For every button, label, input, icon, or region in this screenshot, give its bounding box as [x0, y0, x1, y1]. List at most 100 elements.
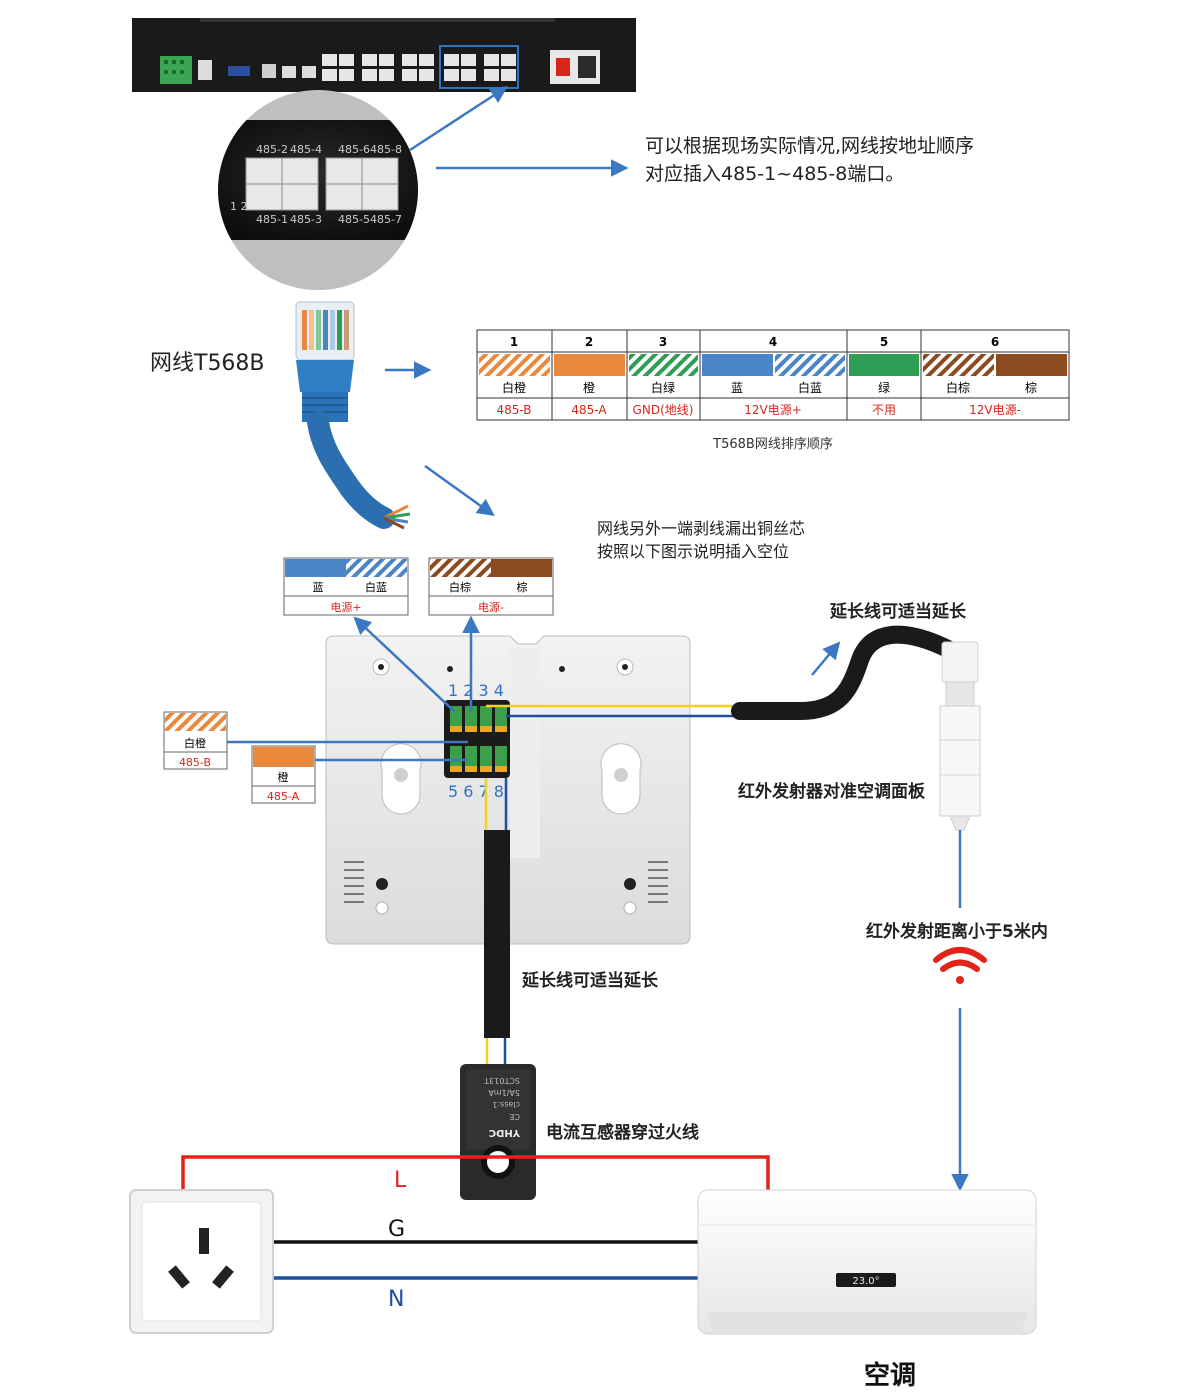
t568b-color-6b: 棕	[1025, 380, 1037, 395]
rack-rj45-port	[444, 69, 459, 81]
legend-minus-right: 棕	[517, 580, 528, 594]
t568b-num-6: 6	[991, 335, 999, 349]
power-switch	[556, 58, 570, 76]
controller-panel: 1 2 3 4 5 6 7 8	[325, 635, 691, 945]
rj45-connector	[295, 301, 411, 530]
highlight-box	[439, 45, 519, 89]
ct-wire-pair	[484, 778, 508, 1066]
zoom-arrow	[409, 86, 508, 152]
note-strip-line2: 按照以下图示说明插入空位	[597, 542, 789, 561]
ir-emitter	[939, 641, 981, 831]
legend-minus-function: 电源-	[478, 600, 504, 614]
rack-device	[132, 18, 636, 92]
ct-print-3: class:1	[492, 1100, 520, 1109]
legend-wo-function: 485-B	[179, 756, 211, 769]
legend-power-plus: 蓝 白蓝 电源+	[283, 557, 409, 616]
t568b-color-6a: 白棕	[946, 380, 970, 395]
t568b-color-2: 橙	[583, 380, 595, 395]
usb-port	[262, 64, 276, 78]
rj45-port-group	[322, 54, 516, 81]
rack-rj45-port	[484, 54, 499, 66]
legend-plus-right: 白蓝	[365, 580, 387, 594]
current-transformer: SCT013T 5A/1mA class:1 CE YHDC	[460, 1064, 536, 1200]
t568b-color-3: 白绿	[651, 380, 675, 395]
t568b-num-5: 5	[880, 335, 888, 349]
rack-rj45-port	[484, 69, 499, 81]
ct-print-4: CE	[509, 1112, 520, 1121]
rack-rj45-port	[339, 54, 354, 66]
t568b-num-3: 3	[659, 335, 667, 349]
note-top-line2: 对应插入485-1~485-8端口。	[645, 163, 904, 185]
legend-o-function: 485-A	[267, 790, 300, 803]
vga-port	[228, 66, 250, 76]
rack-rj45-port	[461, 69, 476, 81]
mag-port-label-top-4: 485-8	[370, 143, 402, 156]
rack-rj45-port	[362, 54, 377, 66]
rack-rj45-port	[444, 54, 459, 66]
rack-rj45-port	[402, 54, 417, 66]
legend-plus-left: 蓝	[313, 581, 324, 594]
ct-brand: YHDC	[489, 1127, 521, 1138]
rack-rj45-port	[322, 54, 337, 66]
mag-port-label-bottom-4: 485-7	[370, 213, 402, 226]
mag-port-label-bottom-1: 485-1	[256, 213, 288, 226]
live-label: L	[394, 1168, 407, 1193]
neutral-label: N	[388, 1287, 404, 1312]
mag-port-label-top-3: 485-6	[338, 143, 370, 156]
ext-ct-label: 延长线可适当延长	[521, 970, 659, 991]
cable-label: 网线T568B	[150, 351, 265, 376]
rack-rj45-port	[379, 54, 394, 66]
ir-emitter-note: 红外发射器对准空调面板	[738, 781, 926, 802]
ct-print-1: SCT013T	[484, 1076, 520, 1085]
terminal-bottom-labels: 5 6 7 8	[448, 782, 504, 801]
t568b-color-1: 白橙	[502, 380, 526, 395]
t568b-caption: T568B网线排序顺序	[712, 437, 833, 452]
ct-note: 电流互感器穿过火线	[546, 1122, 699, 1143]
ac-display	[836, 1273, 896, 1287]
t568b-color-4a: 蓝	[731, 381, 743, 395]
wall-socket	[129, 1189, 274, 1334]
rack-rj45-port	[419, 54, 434, 66]
mag-port-label-top-2: 485-4	[290, 143, 322, 156]
t568b-num-2: 2	[585, 335, 593, 349]
rack-rj45-port	[379, 69, 394, 81]
ac-display-text: 23.0°	[852, 1276, 879, 1287]
rack-rj45-port	[322, 69, 337, 81]
legend-white-orange: 白橙 485-B	[163, 711, 228, 770]
rack-rj45-port	[419, 69, 434, 81]
legend-orange: 橙 485-A	[251, 745, 316, 804]
t568b-num-4: 4	[769, 335, 777, 349]
t568b-func-4: 12V电源+	[744, 403, 802, 417]
ground-label: G	[388, 1217, 405, 1242]
t568b-func-5: 不用	[872, 403, 896, 417]
legend-plus-function: 电源+	[330, 600, 361, 614]
t568b-table: 1 2 3 4 5 6 白橙 橙 白绿 蓝 白蓝 绿 白棕 棕 485-B 48…	[476, 329, 1070, 421]
legend-wo-name: 白橙	[184, 736, 206, 750]
ct-print-2: 5A/1mA	[488, 1088, 520, 1097]
t568b-color-5: 绿	[878, 380, 890, 395]
ir-wire-pair	[486, 704, 740, 718]
rack-rj45-port	[362, 69, 377, 81]
legend-power-minus: 白棕 棕 电源-	[428, 557, 554, 616]
ir-distance-note: 红外发射距离小于5米内	[866, 921, 1048, 942]
legend-minus-left: 白棕	[449, 580, 471, 594]
ct-extension-cable	[484, 830, 510, 1038]
wifi-signal-icon	[933, 947, 987, 984]
strip-arrow	[424, 464, 495, 517]
terminal-top-labels: 1 2 3 4	[448, 681, 504, 700]
t568b-func-3: GND(地线)	[633, 403, 694, 417]
legend-o-name: 橙	[278, 770, 289, 784]
t568b-func-6: 12V电源-	[969, 403, 1021, 417]
t568b-color-4b: 白蓝	[798, 380, 822, 395]
mag-port-label-bottom-3: 485-5	[338, 213, 370, 226]
ir-extension-cable	[731, 625, 959, 720]
rack-rj45-port	[501, 54, 516, 66]
rack-rj45-port	[501, 69, 516, 81]
rack-rj45-port	[402, 69, 417, 81]
air-conditioner: 23.0°	[697, 1189, 1037, 1335]
t568b-num-1: 1	[510, 335, 518, 349]
mag-port-label-top-1: 485-2	[256, 143, 288, 156]
note-top-line1: 可以根据现场实际情况,网线按地址顺序	[645, 135, 974, 157]
rack-rj45-port	[339, 69, 354, 81]
